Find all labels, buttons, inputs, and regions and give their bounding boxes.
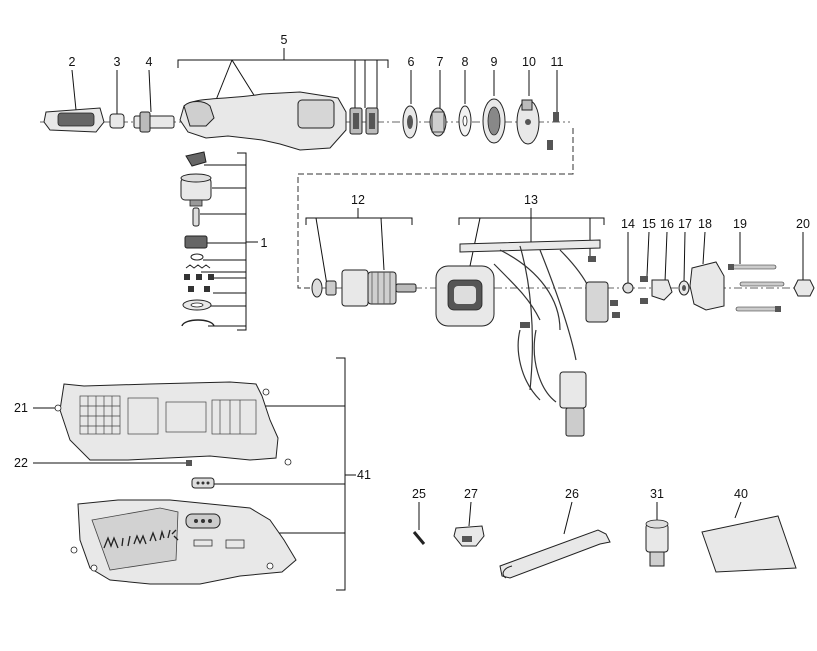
callout-26: 26 — [565, 487, 579, 501]
callout-1: 1 — [261, 236, 268, 250]
axis-dashed-line — [297, 128, 574, 289]
part-27-belt-clip — [453, 525, 485, 547]
bracket-5 — [177, 59, 389, 68]
part-6-gear — [402, 105, 418, 139]
part-10-motor-bracket — [516, 99, 553, 150]
callout-12: 12 — [351, 193, 365, 207]
part-13-motor-assembly — [435, 239, 620, 437]
part-3-bushing — [109, 113, 125, 129]
callout-40: 40 — [734, 487, 748, 501]
bracket-1 — [237, 152, 247, 331]
part-41-switch-button — [191, 477, 215, 489]
callout-27: 27 — [464, 487, 478, 501]
part-2-ratchet-head — [43, 107, 105, 133]
callout-18: 18 — [698, 217, 712, 231]
bracket-41 — [336, 357, 346, 591]
part-12-armature — [311, 269, 417, 307]
callout-25: 25 — [412, 487, 426, 501]
callout-16: 16 — [660, 217, 674, 231]
part-31-adapter — [645, 519, 669, 567]
callout-5: 5 — [281, 33, 288, 47]
callout-7: 7 — [437, 55, 444, 69]
callout-14: 14 — [621, 217, 635, 231]
callout-20: 20 — [796, 217, 810, 231]
part-40-label-plate — [701, 515, 797, 573]
parts-14-to-20 — [622, 261, 815, 312]
part-7-planet-gears — [429, 107, 447, 137]
callout-4: 4 — [146, 55, 153, 69]
part-26-hook — [499, 529, 611, 579]
callout-15: 15 — [642, 217, 656, 231]
callout-21: 21 — [14, 401, 28, 415]
part-5-gear-case — [179, 91, 379, 151]
part-11-screw — [553, 112, 559, 122]
part-4-anvil — [133, 111, 175, 133]
part-25-pin — [412, 531, 426, 545]
part-8-washer — [458, 105, 472, 137]
part-41-housing-lower — [70, 499, 297, 585]
callout-41: 41 — [357, 468, 371, 482]
callout-17: 17 — [678, 217, 692, 231]
callout-3: 3 — [114, 55, 121, 69]
part-1-assembly-stack — [180, 151, 215, 327]
callout-10: 10 — [522, 55, 536, 69]
callout-13: 13 — [524, 193, 538, 207]
callout-labels: 5 2 3 4 6 7 8 9 10 11 12 13 1 14 15 16 1… — [14, 33, 810, 501]
bracket-12 — [305, 217, 413, 225]
part-9-ring-gear — [482, 98, 506, 144]
callout-19: 19 — [733, 217, 747, 231]
callout-6: 6 — [408, 55, 415, 69]
callout-9: 9 — [491, 55, 498, 69]
callout-31: 31 — [650, 487, 664, 501]
milwaukee-logo — [103, 529, 179, 549]
part-41-housing-upper — [54, 381, 292, 466]
callout-22: 22 — [14, 456, 28, 470]
callout-8: 8 — [462, 55, 469, 69]
callout-2: 2 — [69, 55, 76, 69]
callout-11: 11 — [551, 55, 564, 69]
